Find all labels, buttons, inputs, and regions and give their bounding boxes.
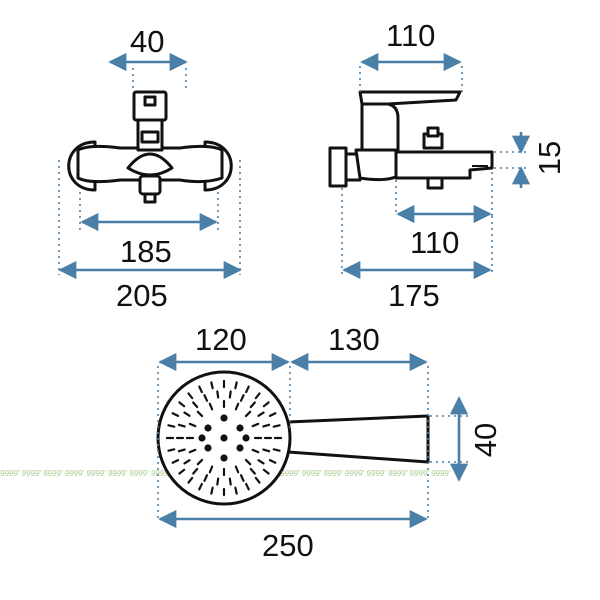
nozzle-dash [249, 401, 256, 409]
nozzle-dash [228, 390, 232, 399]
front-inner-width-label: 185 [120, 234, 172, 269]
side-top-width-label: 110 [386, 18, 435, 53]
side-dim-110-top: 110 [359, 18, 463, 92]
side-spout-width-label: 110 [410, 225, 459, 260]
nozzle-dash [183, 411, 191, 417]
nozzle-dot [204, 424, 212, 432]
shower-total-width-label: 250 [262, 528, 314, 563]
nozzle-dash [245, 385, 250, 394]
nozzle-dash [216, 390, 220, 399]
nozzle-dot [204, 444, 212, 452]
shower-head-width-label: 120 [195, 322, 247, 357]
nozzle-dash [208, 465, 214, 474]
nozzle-dot [220, 454, 228, 462]
front-view-faucet [67, 90, 233, 204]
nozzle-dash [208, 402, 214, 411]
nozzle-dash [251, 422, 260, 428]
front-dim-185: 185 [79, 192, 219, 269]
nozzle-dash [177, 448, 186, 453]
side-total-width-label: 175 [388, 278, 440, 313]
nozzle-dash [234, 465, 240, 474]
nozzle-dash [203, 394, 209, 402]
nozzle-dash [192, 401, 199, 409]
nozzle-dash [257, 411, 265, 417]
nozzle-dash [272, 448, 281, 452]
nozzle-dash [178, 401, 186, 408]
nozzle-dash [167, 448, 176, 452]
nozzle-dash [228, 477, 232, 486]
nozzle-dot [198, 434, 206, 442]
nozzle-dash [192, 467, 199, 475]
shower-dim-120: 120 [157, 322, 291, 520]
shower-nozzles [165, 379, 283, 497]
nozzle-dash [268, 412, 277, 417]
nozzle-dash [171, 459, 180, 464]
shower-dim-130: 130 [290, 322, 429, 520]
side-dim-15: 15 [494, 132, 567, 188]
nozzle-dash [239, 474, 245, 482]
front-dim-205: 205 [58, 160, 242, 313]
nozzle-dash [234, 402, 240, 411]
shower-handle-width-label: 130 [328, 322, 380, 357]
shower-handle-height-label: 40 [468, 423, 503, 457]
nozzle-dash [244, 410, 252, 418]
front-top-width-label: 40 [130, 24, 164, 59]
shower-head [156, 370, 430, 506]
nozzle-dash [262, 468, 270, 475]
nozzle-dash [198, 385, 203, 394]
nozzle-dot [220, 434, 228, 442]
nozzle-dash [196, 410, 204, 418]
shower-dim-250: 250 [158, 509, 428, 563]
nozzle-dash [187, 392, 194, 400]
nozzle-dash [187, 476, 194, 484]
nozzle-dash [167, 424, 176, 428]
nozzle-dash [188, 448, 197, 454]
nozzle-dash [196, 458, 204, 466]
side-dim-175: 175 [341, 188, 493, 313]
nozzle-dash [177, 423, 186, 428]
nozzle-dash [216, 477, 220, 486]
nozzle-dash [268, 459, 277, 464]
side-spout-height-label: 15 [532, 141, 567, 175]
nozzle-dash [262, 448, 271, 453]
nozzle-dash [251, 448, 260, 454]
nozzle-dash [249, 467, 256, 475]
nozzle-dash [254, 392, 261, 400]
nozzle-dash [171, 412, 180, 417]
side-view-faucet [328, 90, 494, 190]
side-dim-110-spout: 110 [395, 172, 493, 260]
nozzle-dot [242, 434, 250, 442]
nozzle-dash [257, 459, 265, 465]
nozzle-dash [183, 459, 191, 465]
nozzle-dash [234, 486, 238, 495]
shower-dim-40: 40 [430, 396, 503, 482]
front-outer-width-label: 205 [116, 278, 168, 313]
front-dim-40: 40 [108, 24, 188, 92]
nozzle-dot [236, 444, 244, 452]
nozzle-dash [272, 424, 281, 428]
nozzle-dash [188, 422, 197, 428]
nozzle-dash [262, 401, 270, 408]
nozzle-dash [210, 381, 214, 390]
nozzle-dot [220, 414, 228, 422]
nozzle-dash [198, 482, 203, 491]
nozzle-dash [245, 482, 250, 491]
nozzle-dash [234, 381, 238, 390]
nozzle-dash [210, 486, 214, 495]
nozzle-dash [203, 474, 209, 482]
nozzle-dash [244, 458, 252, 466]
nozzle-dash [178, 468, 186, 475]
nozzle-dot [236, 424, 244, 432]
nozzle-dash [254, 476, 261, 484]
nozzle-dash [262, 423, 271, 428]
nozzle-dash [239, 394, 245, 402]
